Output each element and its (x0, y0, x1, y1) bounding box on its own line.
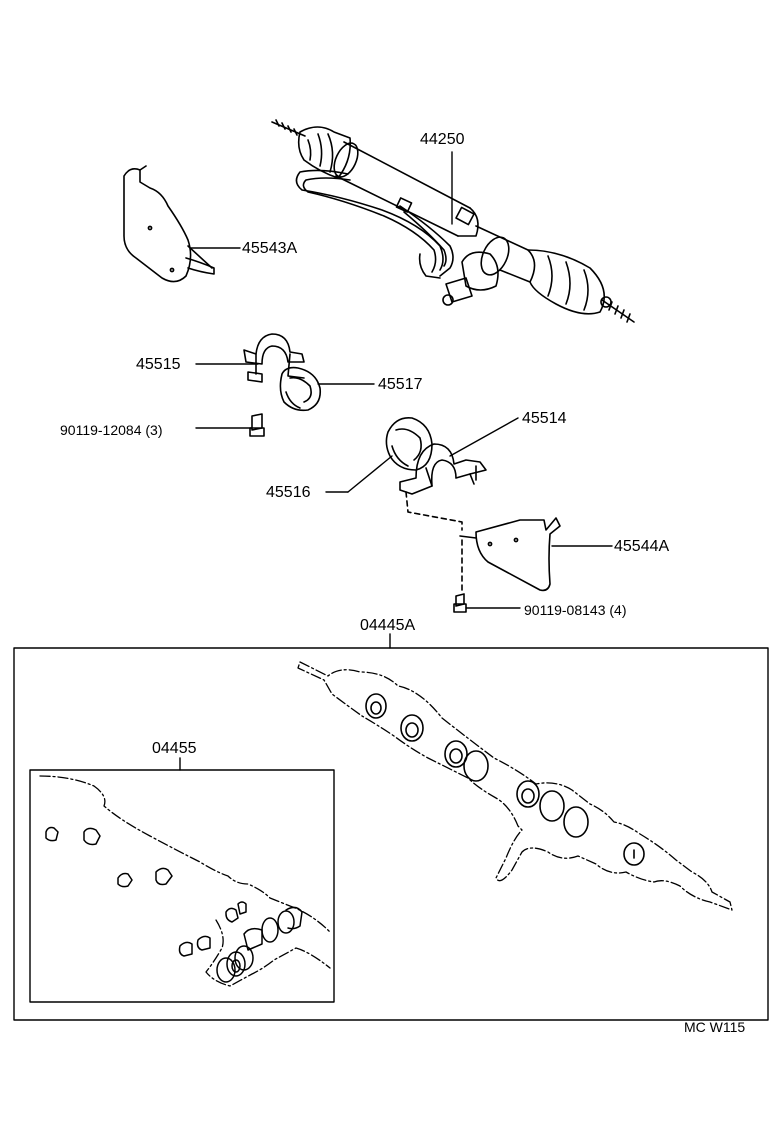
label-45514: 45514 (522, 410, 567, 427)
kit-box-04445A (13, 647, 769, 1021)
label-45543A: 45543A (242, 240, 298, 257)
bracket-45515 (243, 333, 305, 383)
bolt-90119-08143 (453, 593, 467, 613)
assembly-dash-lines (405, 491, 463, 595)
bushing-45516 (385, 416, 433, 471)
label-45544A: 45544A (614, 538, 670, 555)
label-45515: 45515 (136, 356, 181, 373)
label-90119-08143: 90119-08143 (4) (524, 602, 627, 618)
bracket-45544A (459, 517, 561, 592)
bracket-45514 (399, 443, 487, 495)
label-45517: 45517 (378, 376, 423, 393)
label-04455: 04455 (152, 740, 197, 757)
bolt-90119-12084 (249, 413, 265, 437)
gasket-kit-outline (39, 661, 733, 987)
label-90119-12084: 90119-12084 (3) (60, 422, 163, 438)
bracket-45543A (123, 165, 215, 283)
label-45516: 45516 (266, 484, 311, 501)
kit-box-04455 (29, 769, 335, 1003)
label-44250: 44250 (420, 131, 465, 148)
bushing-45517 (279, 366, 322, 412)
seals-large (365, 693, 645, 866)
label-04445A: 04445A (360, 617, 416, 634)
leader-lines (179, 151, 613, 771)
seals-small (45, 826, 303, 983)
steering-gear-assembly (271, 119, 635, 323)
diagram-code: MC W115 (684, 1019, 746, 1035)
